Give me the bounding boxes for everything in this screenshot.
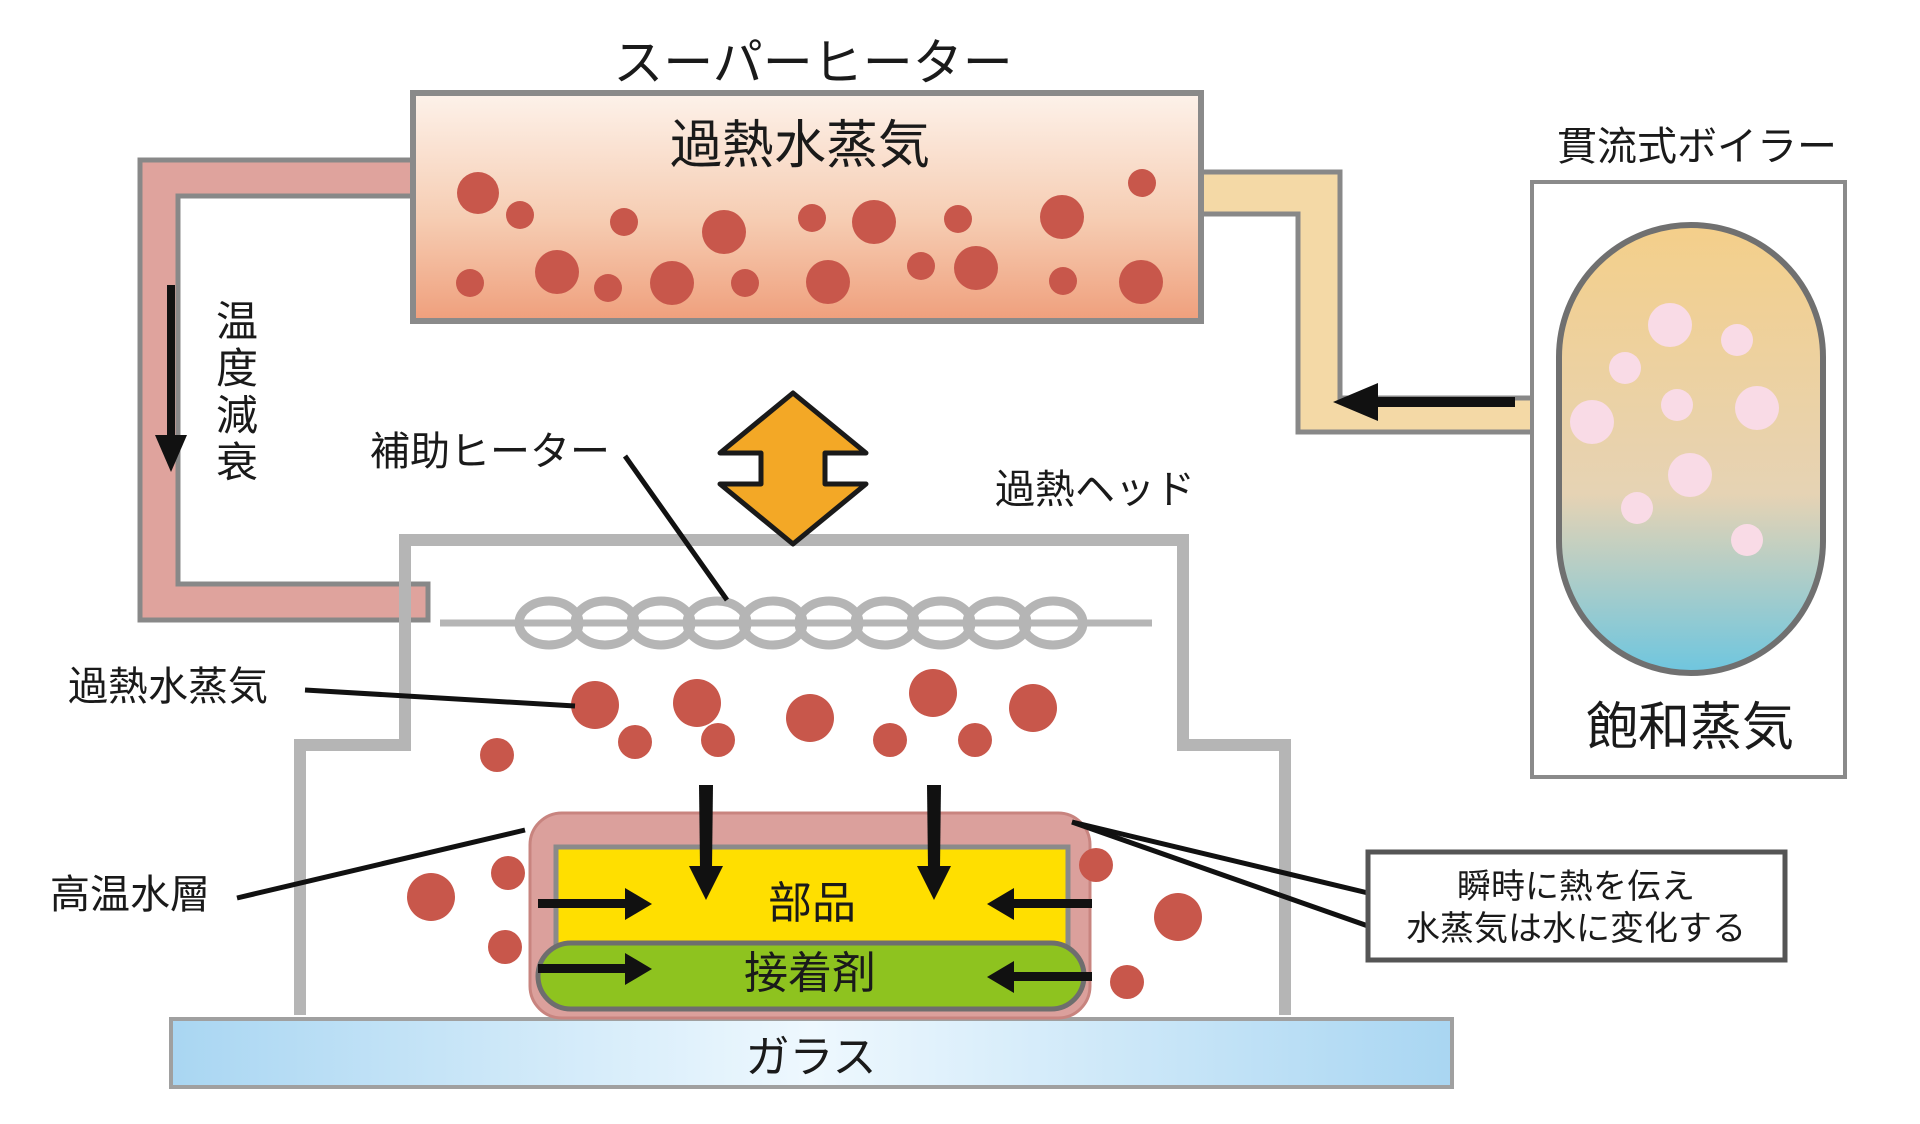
- hot-steam-pipe: [137, 157, 431, 623]
- note-line-2: 水蒸気は水に変化する: [1406, 909, 1746, 949]
- adhesive-label: 接着剤: [744, 948, 876, 999]
- hot-water-layer-label: 高温水層: [50, 872, 210, 918]
- glass-plate: [169, 1017, 1454, 1089]
- head-steam-dots: [407, 669, 1202, 999]
- saturated-steam-pipe: [1197, 169, 1568, 435]
- saturated-steam-label: 飽和蒸気: [1586, 698, 1794, 758]
- note-line-1: 瞬時に熱を伝え: [1457, 867, 1695, 907]
- superheat-head-label: 過熱ヘッド: [995, 467, 1195, 513]
- leader-lines: [236, 454, 1369, 929]
- boiler-tank: [1556, 222, 1826, 676]
- temp-decay-char-1: 温: [216, 297, 258, 346]
- boiler-steam-dots: [1570, 303, 1779, 556]
- boiler-label: 貫流式ボイラー: [1557, 124, 1837, 170]
- auxiliary-heater-coil: [440, 596, 1152, 650]
- glass-label: ガラス: [745, 1032, 876, 1083]
- temp-decay-char-3: 減: [216, 391, 258, 440]
- temp-decay-char-4: 衰: [216, 438, 258, 487]
- temp-decay-char-2: 度: [216, 344, 258, 393]
- part-label: 部品: [768, 878, 856, 929]
- double-arrow-icon: [717, 390, 869, 547]
- note-box: [1365, 849, 1788, 963]
- aux-heater-label: 補助ヒーター: [370, 429, 610, 475]
- superheater-steam-dots: [456, 169, 1163, 305]
- superheated-steam-side-label: 過熱水蒸気: [68, 664, 268, 710]
- superheated-steam-top-label: 過熱水蒸気: [670, 116, 930, 176]
- superheater-label: スーパーヒーター: [613, 34, 1013, 92]
- flow-arrows: [155, 285, 1515, 993]
